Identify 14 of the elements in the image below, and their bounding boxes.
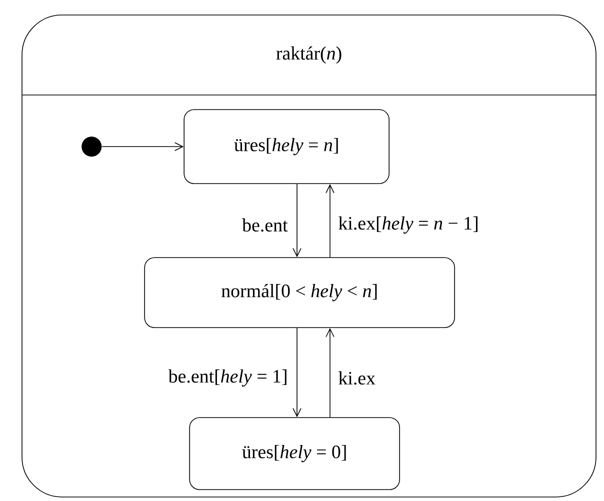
state-box: üres[hely = 0] — [189, 417, 400, 490]
arrow — [326, 328, 334, 418]
edge-label: be.ent[hely = 1] — [168, 369, 286, 387]
arrow — [326, 184, 334, 258]
arrow — [292, 328, 302, 418]
edge-label: be.ent — [242, 218, 288, 232]
arrow — [101, 142, 184, 151]
state-box: normál[0 < hely < n] — [144, 257, 455, 328]
arrow — [292, 184, 302, 258]
edge-label: ki.ex — [338, 371, 376, 385]
initial-dot — [82, 136, 102, 157]
state-box: üres[hely = n] — [184, 109, 390, 184]
edge-label: ki.ex[hely = n − 1] — [338, 216, 478, 234]
state-title: raktár(n) — [276, 46, 342, 64]
